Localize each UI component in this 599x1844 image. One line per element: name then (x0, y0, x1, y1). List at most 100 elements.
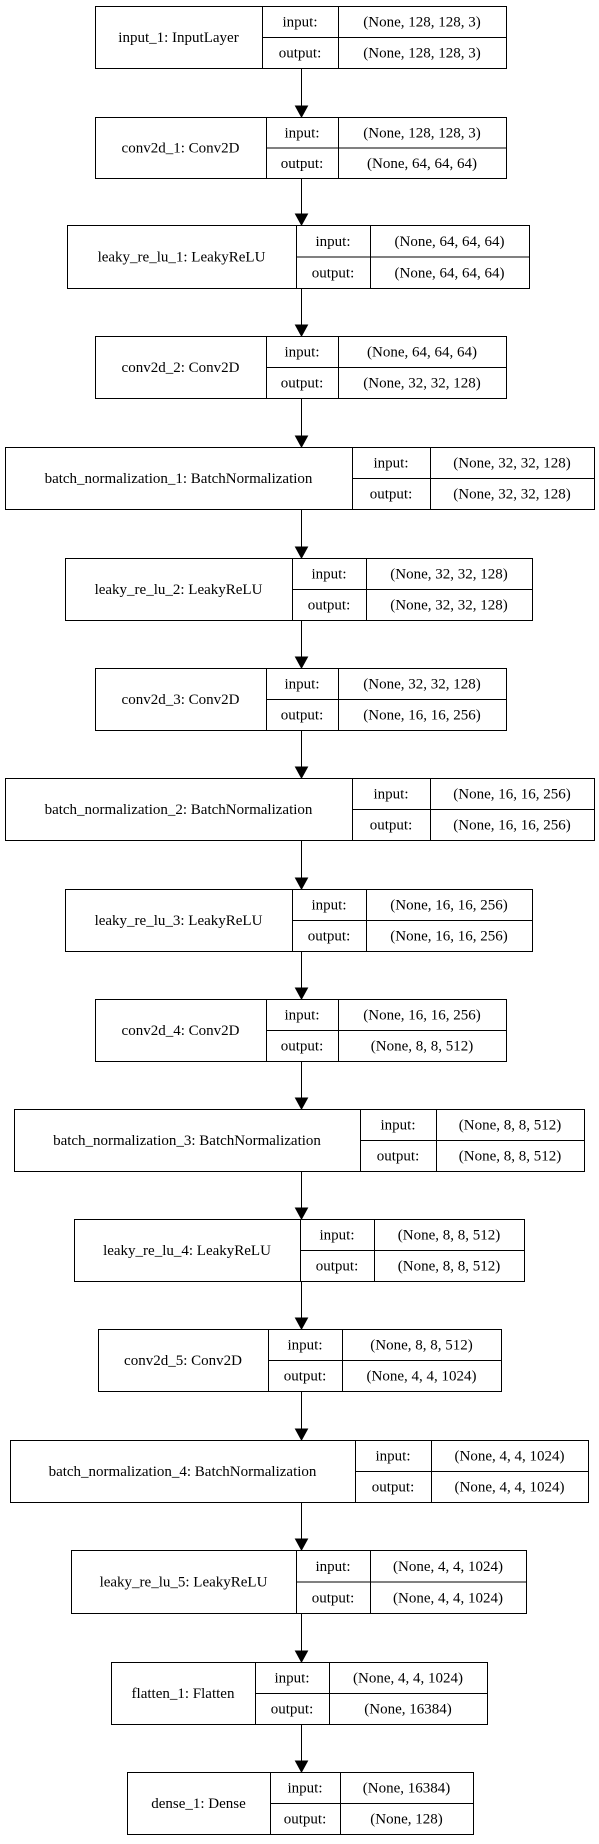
edge-arrow (294, 69, 309, 119)
layer-name: dense_1: Dense (151, 1796, 246, 1812)
input-label: input: (311, 567, 346, 583)
output-label: output: (281, 708, 324, 724)
arrowhead-icon (294, 546, 309, 560)
input-shape: (None, 32, 32, 128) (453, 456, 570, 472)
layer-name: batch_normalization_4: BatchNormalizatio… (49, 1464, 317, 1480)
layer-name: input_1: InputLayer (118, 30, 238, 46)
input-shape: (None, 4, 4, 1024) (393, 1559, 503, 1575)
layer-node: leaky_re_lu_2: LeakyReLUinput:output:(No… (65, 558, 533, 621)
edge-arrow (294, 952, 309, 1001)
edge-arrow (294, 399, 309, 449)
edge-arrow (294, 510, 309, 560)
input-shape: (None, 8, 8, 512) (398, 1228, 500, 1244)
layer-name: conv2d_5: Conv2D (124, 1353, 242, 1369)
output-label: output: (284, 1812, 327, 1828)
edge-arrow (294, 1614, 309, 1664)
edge-arrow (294, 731, 309, 780)
input-label: input: (284, 125, 319, 141)
output-shape: (None, 16384) (364, 1702, 451, 1718)
layer-node: leaky_re_lu_3: LeakyReLUinput:output:(No… (65, 889, 533, 952)
output-shape: (None, 8, 8, 512) (459, 1149, 561, 1165)
input-label: input: (311, 898, 346, 914)
input-shape: (None, 128, 128, 3) (363, 15, 480, 31)
input-label: input: (284, 345, 319, 361)
input-shape: (None, 4, 4, 1024) (353, 1671, 463, 1687)
arrowhead-icon (294, 1317, 309, 1331)
layer-name: flatten_1: Flatten (132, 1686, 235, 1702)
edges (294, 69, 309, 1774)
layer-name: leaky_re_lu_2: LeakyReLU (95, 582, 263, 598)
edge-arrow (294, 1503, 309, 1552)
input-shape: (None, 4, 4, 1024) (455, 1449, 565, 1465)
arrowhead-icon (294, 766, 309, 780)
arrowhead-icon (294, 1097, 309, 1111)
output-label: output: (279, 46, 322, 62)
output-label: output: (281, 1039, 324, 1055)
output-label: output: (281, 376, 324, 392)
edge-arrow (294, 179, 309, 227)
layer-node: leaky_re_lu_5: LeakyReLUinput:output:(No… (71, 1550, 527, 1614)
output-shape: (None, 8, 8, 512) (398, 1259, 500, 1275)
input-shape: (None, 8, 8, 512) (459, 1118, 561, 1134)
input-label: input: (287, 1338, 322, 1354)
layer-node: input_1: InputLayer input: output: (None, 1… (95, 6, 507, 69)
input-label: input: (287, 1781, 322, 1797)
input-label: input: (373, 787, 408, 803)
input-label: input: (315, 1559, 350, 1575)
input-label: input: (380, 1118, 415, 1134)
output-shape: (None, 16, 16, 256) (453, 818, 570, 834)
output-label: output: (271, 1702, 314, 1718)
output-label: output: (316, 1259, 359, 1275)
arrowhead-icon (294, 1538, 309, 1552)
layer-name: leaky_re_lu_4: LeakyReLU (103, 1243, 271, 1259)
edge-arrow (294, 841, 309, 891)
edge-arrow (294, 289, 309, 338)
input-shape: (None, 128, 128, 3) (363, 125, 480, 141)
output-label: output: (308, 598, 351, 614)
layer-node: leaky_re_lu_1: LeakyReLUinput:output:(No… (67, 225, 530, 289)
input-label: input: (282, 15, 317, 31)
output-shape: (None, 4, 4, 1024) (367, 1369, 477, 1385)
layer-name: batch_normalization_1: BatchNormalizatio… (45, 471, 313, 487)
arrowhead-icon (294, 435, 309, 449)
layer-node: leaky_re_lu_4: LeakyReLU input: output: (No… (74, 1219, 525, 1282)
output-shape: (None, 32, 32, 128) (453, 487, 570, 503)
output-shape: (None, 32, 32, 128) (363, 376, 480, 392)
output-shape: (None, 4, 4, 1024) (393, 1590, 503, 1606)
input-label: input: (373, 456, 408, 472)
edge-arrow (294, 1725, 309, 1774)
layer-node: batch_normalization_4: BatchNormalizatio… (10, 1440, 589, 1503)
output-shape: (None, 4, 4, 1024) (455, 1480, 565, 1496)
output-label: output: (372, 1480, 415, 1496)
layer-name: batch_normalization_2: BatchNormalizatio… (45, 802, 313, 818)
output-label: output: (370, 487, 413, 503)
arrowhead-icon (294, 1650, 309, 1664)
arrowhead-icon (294, 877, 309, 891)
output-shape: (None, 16, 16, 256) (390, 929, 507, 945)
arrowhead-icon (294, 1428, 309, 1442)
arrowhead-icon (294, 987, 309, 1001)
input-label: input: (274, 1671, 309, 1687)
output-shape: (None, 128, 128, 3) (363, 46, 480, 62)
input-shape: (None, 64, 64, 64) (395, 234, 505, 250)
output-shape: (None, 64, 64, 64) (367, 156, 477, 172)
edge-arrow (294, 1282, 309, 1331)
input-label: input: (319, 1228, 354, 1244)
input-shape: (None, 8, 8, 512) (370, 1338, 472, 1354)
input-shape: (None, 16, 16, 256) (363, 1008, 480, 1024)
input-label: input: (315, 234, 350, 250)
arrowhead-icon (294, 1207, 309, 1221)
output-label: output: (284, 1369, 327, 1385)
arrowhead-icon (294, 324, 309, 338)
output-shape: (None, 128) (370, 1812, 442, 1828)
layer-node: batch_normalization_1: BatchNormalizatio… (5, 447, 595, 510)
layer-name: leaky_re_lu_1: LeakyReLU (98, 250, 266, 266)
output-shape: (None, 64, 64, 64) (395, 265, 505, 281)
input-shape: (None, 32, 32, 128) (363, 677, 480, 693)
arrowhead-icon (294, 1760, 309, 1774)
layer-node: batch_normalization_3: BatchNormalizatio… (14, 1109, 585, 1172)
input-shape: (None, 16, 16, 256) (390, 898, 507, 914)
